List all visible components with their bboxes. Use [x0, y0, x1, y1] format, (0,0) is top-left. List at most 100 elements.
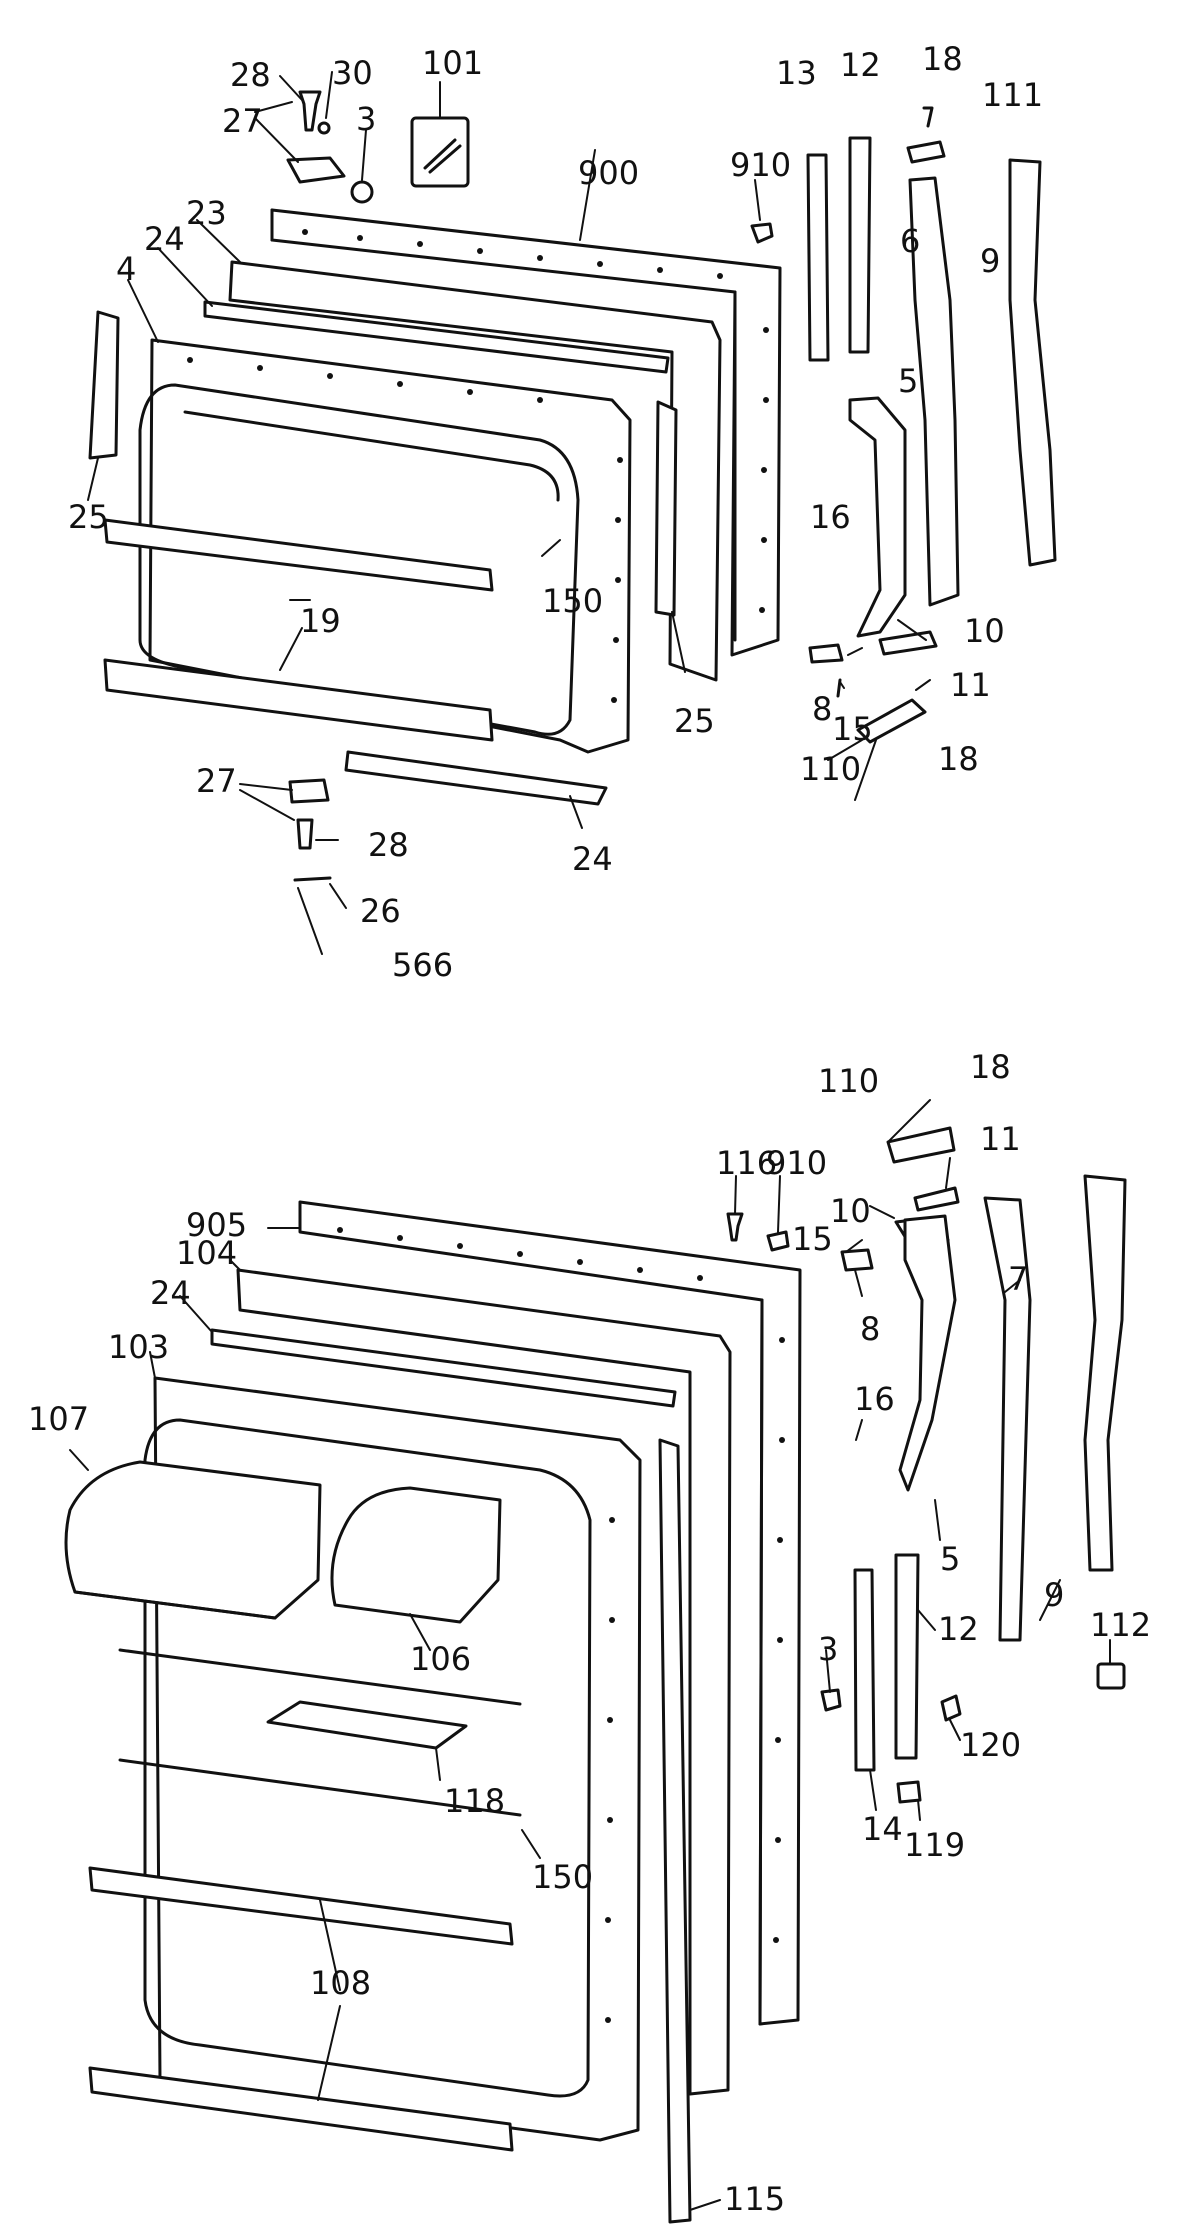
bottom-trim — [344, 750, 608, 806]
part-label: 106 — [410, 1640, 471, 1678]
door-gasket — [236, 1268, 732, 2096]
part-label: 9 — [1044, 1576, 1064, 1614]
door-gasket — [228, 260, 722, 682]
part-label: 12 — [840, 46, 881, 84]
part-label: 108 — [310, 1964, 371, 2002]
part-label: 9 — [980, 242, 1000, 280]
door-tray — [266, 1700, 468, 1750]
part-label: 24 — [144, 220, 185, 258]
part-label: 14 — [862, 1810, 903, 1848]
stop-plug — [750, 222, 774, 244]
part-label: 12 — [938, 1610, 979, 1648]
top-trim — [210, 1328, 677, 1408]
part-label: 3 — [818, 1630, 838, 1668]
part-label: 118 — [444, 1782, 505, 1820]
channel — [894, 1553, 920, 1760]
part-label: 28 — [230, 56, 271, 94]
part-label: 15 — [832, 710, 873, 748]
part-label: 23 — [186, 194, 227, 232]
tube — [853, 1568, 876, 1772]
side-strip — [658, 1438, 692, 2224]
bushing — [820, 1688, 842, 1712]
part-label: 25 — [68, 498, 109, 536]
hinge-bottom — [288, 778, 330, 804]
part-label: 115 — [724, 2180, 785, 2218]
part-label: 13 — [776, 54, 817, 92]
handle-cover — [908, 176, 960, 607]
part-label: 103 — [108, 1328, 169, 1366]
top-trim — [203, 300, 670, 374]
part-label: 10 — [964, 612, 1005, 650]
part-label: 7 — [1008, 1260, 1028, 1298]
part-label: 900 — [578, 154, 639, 192]
part-label: 15 — [792, 1220, 833, 1258]
part-label: 25 — [674, 702, 715, 740]
part-label: 104 — [176, 1234, 237, 1272]
handle-bracket — [848, 396, 907, 638]
part-label: 120 — [960, 1726, 1021, 1764]
washer — [293, 876, 332, 882]
part-label: 30 — [332, 54, 373, 92]
hinge-pin — [296, 818, 314, 850]
part-label: 910 — [730, 146, 791, 184]
part-label: 24 — [572, 840, 613, 878]
part-label: 16 — [810, 498, 851, 536]
door-shelf-rail — [88, 1866, 514, 1946]
part-label: 19 — [300, 602, 341, 640]
hinge-top — [286, 156, 346, 184]
plug-button — [1096, 1662, 1126, 1690]
part-label: 28 — [368, 826, 409, 864]
part-label: 27 — [222, 102, 263, 140]
part-label: 11 — [950, 666, 991, 704]
part-label: 107 — [28, 1400, 89, 1438]
part-label: 24 — [150, 1274, 191, 1312]
handle-bracket — [898, 1214, 957, 1492]
door-shelf-rail — [103, 658, 494, 742]
screw-small — [317, 121, 331, 135]
part-label: 18 — [938, 740, 979, 778]
part-label: 119 — [904, 1826, 965, 1864]
door-shelf-rail — [88, 2066, 514, 2152]
part-label: 910 — [766, 1144, 827, 1182]
door-bin — [330, 1486, 502, 1624]
part-label: 112 — [1090, 1606, 1151, 1644]
stop-plug — [766, 1230, 790, 1252]
side-strip — [88, 310, 120, 460]
part-label: 116 — [716, 1144, 777, 1182]
part-label: 5 — [940, 1540, 960, 1578]
handle-cover — [1008, 158, 1057, 567]
part-label: 8 — [860, 1310, 880, 1348]
part-label: 110 — [800, 750, 861, 788]
hinge-screw — [298, 90, 322, 132]
part-label: 27 — [196, 762, 237, 800]
part-label: 150 — [542, 582, 603, 620]
channel — [848, 136, 872, 354]
door-shelf-rail — [103, 518, 494, 592]
part-label: 18 — [922, 40, 963, 78]
part-label: 6 — [900, 222, 920, 260]
upper-door-assembly — [87, 71, 1057, 955]
part-label: 10 — [830, 1192, 871, 1230]
part-label: 111 — [982, 76, 1043, 114]
part-label: 4 — [116, 250, 136, 288]
part-label: 11 — [980, 1120, 1021, 1158]
part-label: 905 — [186, 1206, 247, 1244]
part-label: 150 — [532, 1858, 593, 1896]
part-labels: 28 30 101 27 3 900 13 12 18 111 910 23 6… — [28, 40, 1151, 2218]
cam — [896, 1780, 922, 1804]
cam-screw — [940, 1694, 962, 1722]
part-label: 8 — [812, 690, 832, 728]
side-strip — [654, 400, 678, 617]
handle-cover — [1083, 1174, 1127, 1572]
part-label: 110 — [818, 1062, 879, 1100]
part-label: 3 — [356, 100, 376, 138]
lower-door-assembly — [64, 1099, 1127, 2224]
screw-small — [726, 1212, 744, 1242]
part-label: 26 — [360, 892, 401, 930]
part-label: 5 — [898, 362, 918, 400]
part-label: 18 — [970, 1048, 1011, 1086]
part-label: 101 — [422, 44, 483, 82]
part-label: 16 — [854, 1380, 895, 1418]
door-bin — [64, 1460, 322, 1620]
